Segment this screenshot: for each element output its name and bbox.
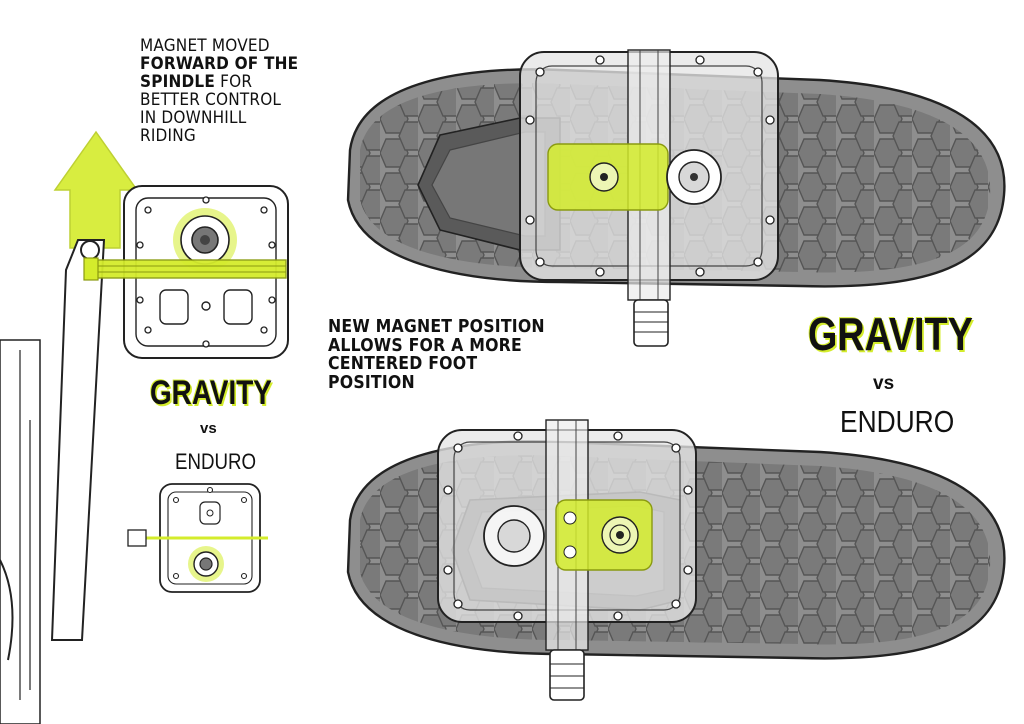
crank-arm-icon [0,239,106,724]
caption-line: BETTER CONTROL [140,90,282,111]
caption-line: FORWARD OF THE [140,54,299,75]
gravity-label-large: GRAVITY [808,308,973,360]
pedal-enduro-icon [127,483,268,593]
caption-line: MAGNET MOVED [140,36,270,56]
caption-line: NEW MAGNET POSITION [328,317,545,337]
pedal-gravity-icon [83,185,289,359]
arrow-up-icon [53,130,139,249]
gravity-label-small: GRAVITY [150,374,272,412]
pedal-gravity-icon [519,49,779,347]
vs-label-large: vs [873,373,895,394]
magnet-moved-caption: MAGNET MOVED FORWARD OF THE SPINDLE FOR … [140,37,340,145]
pedal-enduro-icon [437,419,697,701]
caption-normal: FOR [220,72,253,93]
caption-line: CENTERED FOOT POSITION [328,354,478,393]
caption-line: SPINDLE FOR [140,72,252,92]
enduro-label-small: ENDURO [175,449,257,474]
caption-bold: SPINDLE [140,72,216,93]
new-position-caption: NEW MAGNET POSITION ALLOWS FOR A MORE CE… [328,318,568,392]
caption-line: ALLOWS FOR A MORE [328,335,522,356]
caption-line: RIDING [140,126,196,147]
enduro-label-large: ENDURO [840,404,955,439]
vs-label-small: vs [200,420,217,437]
caption-line: IN DOWNHILL [140,108,247,129]
